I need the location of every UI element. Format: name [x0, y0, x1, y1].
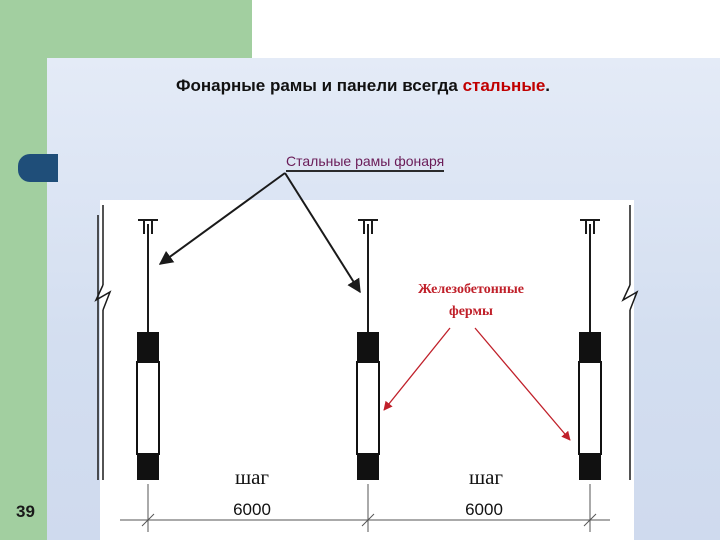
dimension-line — [120, 484, 610, 532]
lantern-frame-3 — [580, 219, 600, 332]
title-end-text: . — [545, 76, 551, 95]
rc-trusses-label-line2: фермы — [449, 304, 493, 319]
truss-block-top-1 — [137, 332, 159, 362]
step-value-2: 6000 — [465, 500, 503, 519]
lantern-frame-2 — [358, 219, 378, 332]
column-1 — [136, 219, 160, 480]
truss-block-top-2 — [357, 332, 379, 362]
slide-title: Фонарные рамы и панели всегда стальные. — [176, 76, 550, 96]
steel-frames-label: Стальные рамы фонаря — [286, 153, 445, 172]
lantern-frame-1 — [138, 219, 158, 332]
truss-body-1 — [136, 361, 160, 455]
title-main-text: Фонарные рамы и панели всегда — [176, 76, 463, 95]
step-value-1: 6000 — [233, 500, 271, 519]
truss-body-3 — [578, 361, 602, 455]
left-break-line — [94, 205, 112, 480]
truss-block-top-3 — [579, 332, 601, 362]
arrow-to-truss-2 — [383, 327, 451, 411]
truss-block-bottom-3 — [579, 454, 601, 480]
step-label-2: шаг — [469, 465, 503, 489]
right-break-line — [621, 205, 639, 480]
truss-body-2 — [356, 361, 380, 455]
step-label-1: шаг — [235, 465, 269, 489]
steel-frame-arrows — [158, 172, 361, 294]
arrow-to-frame-1 — [158, 172, 286, 265]
truss-block-bottom-1 — [137, 454, 159, 480]
arrow-to-truss-3 — [474, 327, 571, 441]
rc-trusses-label-line1: Железобетонные — [418, 282, 524, 297]
decorative-tab — [18, 154, 58, 182]
column-3 — [578, 219, 602, 480]
column-2 — [356, 219, 380, 480]
rc-truss-arrows — [383, 327, 571, 441]
truss-block-bottom-2 — [357, 454, 379, 480]
page-number: 39 — [16, 502, 35, 521]
title-accent-text: стальные — [462, 76, 546, 95]
arrow-to-frame-2 — [284, 172, 361, 294]
